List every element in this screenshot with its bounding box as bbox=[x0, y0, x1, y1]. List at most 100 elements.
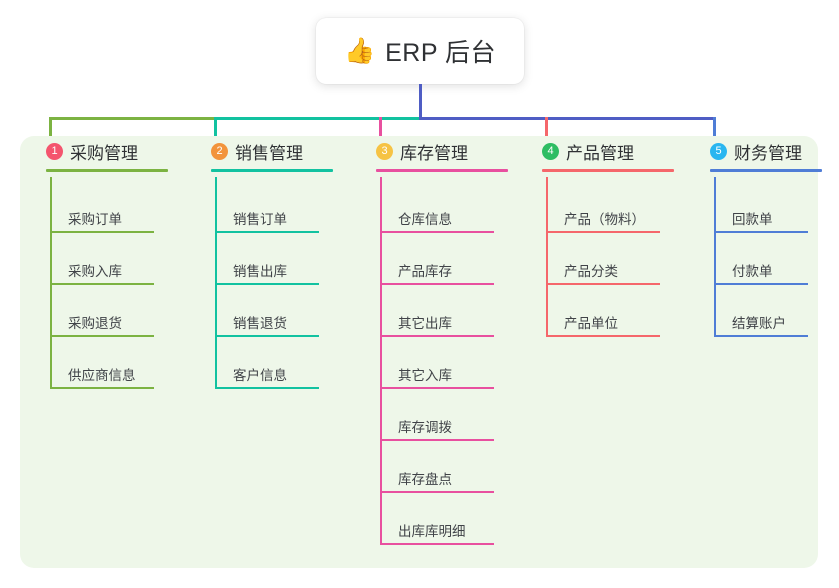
branch-spine bbox=[546, 177, 548, 337]
branch-header-label: 销售管理 bbox=[235, 143, 303, 163]
root-node-erp-backend[interactable]: 👍 ERP 后台 bbox=[316, 18, 524, 84]
bus-segment-2 bbox=[213, 117, 422, 120]
leaf-node-label: 产品单位 bbox=[564, 316, 618, 331]
leaf-node[interactable]: 销售出库 bbox=[215, 233, 319, 285]
leaf-node[interactable]: 产品分类 bbox=[546, 233, 660, 285]
leaf-node[interactable]: 出库库明细 bbox=[380, 493, 494, 545]
branch-badge-1: 1 bbox=[46, 142, 63, 160]
leaf-node[interactable]: 产品单位 bbox=[546, 285, 660, 337]
leaf-node-label: 采购退货 bbox=[68, 316, 122, 331]
branch-header-underline bbox=[542, 169, 674, 172]
branch-drop-5 bbox=[712, 117, 716, 150]
bus-segment-1 bbox=[48, 117, 217, 120]
branch-column-1: 1 采购管理采购订单采购入库采购退货供应商信息 bbox=[28, 136, 178, 389]
leaf-node-label: 产品（物料） bbox=[564, 212, 645, 227]
branch-header-产品管理[interactable]: 4 产品管理 bbox=[524, 136, 684, 172]
branch-header-财务管理[interactable]: 5 财务管理 bbox=[692, 136, 832, 172]
leaf-node[interactable]: 产品库存 bbox=[380, 233, 494, 285]
root-stem-line bbox=[418, 84, 422, 120]
branch-spine bbox=[380, 177, 382, 545]
leaf-node-label: 其它出库 bbox=[398, 316, 452, 331]
leaf-node-underline bbox=[50, 335, 154, 337]
leaf-node-label: 结算账户 bbox=[732, 316, 786, 331]
leaf-node-label: 产品分类 bbox=[564, 264, 618, 279]
branch-badge-2: 2 bbox=[211, 142, 228, 160]
branch-column-5: 5 财务管理回款单付款单结算账户 bbox=[692, 136, 832, 337]
branch-spine bbox=[714, 177, 716, 337]
leaf-node-underline bbox=[546, 335, 660, 337]
leaf-node-underline bbox=[215, 231, 319, 233]
branch-drop-4 bbox=[544, 117, 548, 150]
leaf-node[interactable]: 供应商信息 bbox=[50, 337, 154, 389]
branch-spine bbox=[50, 177, 52, 389]
bus-segment-3 bbox=[418, 117, 716, 120]
leaf-node[interactable]: 销售订单 bbox=[215, 181, 319, 233]
leaf-node-underline bbox=[215, 387, 319, 389]
branch-drop-1 bbox=[48, 117, 52, 150]
leaf-node[interactable]: 回款单 bbox=[714, 181, 808, 233]
branch-header-underline bbox=[710, 169, 822, 172]
leaf-node-label: 客户信息 bbox=[233, 368, 287, 383]
branch-header-label: 产品管理 bbox=[566, 143, 634, 163]
branch-header-label: 财务管理 bbox=[734, 143, 802, 163]
leaf-node-underline bbox=[380, 543, 494, 545]
leaf-node[interactable]: 采购退货 bbox=[50, 285, 154, 337]
leaf-node-underline bbox=[546, 283, 660, 285]
leaf-node[interactable]: 付款单 bbox=[714, 233, 808, 285]
leaf-node-underline bbox=[215, 335, 319, 337]
leaf-node[interactable]: 其它出库 bbox=[380, 285, 494, 337]
leaf-node[interactable]: 库存调拨 bbox=[380, 389, 494, 441]
leaf-node-underline bbox=[546, 231, 660, 233]
leaf-node-underline bbox=[380, 335, 494, 337]
root-node-label: ERP 后台 bbox=[385, 39, 497, 67]
leaf-node[interactable]: 采购订单 bbox=[50, 181, 154, 233]
branch-header-label: 库存管理 bbox=[400, 143, 468, 163]
leaf-node-label: 回款单 bbox=[732, 212, 773, 227]
leaf-node[interactable]: 仓库信息 bbox=[380, 181, 494, 233]
branch-spine bbox=[215, 177, 217, 389]
branch-badge-5: 5 bbox=[710, 142, 727, 160]
leaf-node-label: 采购入库 bbox=[68, 264, 122, 279]
leaf-node-underline bbox=[380, 231, 494, 233]
leaf-node-underline bbox=[215, 283, 319, 285]
leaf-node-label: 仓库信息 bbox=[398, 212, 452, 227]
leaf-node-underline bbox=[380, 439, 494, 441]
leaf-node-label: 销售订单 bbox=[233, 212, 287, 227]
leaf-node-label: 付款单 bbox=[732, 264, 773, 279]
leaf-node-label: 采购订单 bbox=[68, 212, 122, 227]
leaf-node-underline bbox=[714, 335, 808, 337]
leaf-node-underline bbox=[50, 387, 154, 389]
leaf-node-underline bbox=[380, 491, 494, 493]
leaf-node[interactable]: 销售退货 bbox=[215, 285, 319, 337]
leaf-node-underline bbox=[50, 283, 154, 285]
branch-drop-3 bbox=[378, 117, 382, 150]
leaf-node-underline bbox=[714, 231, 808, 233]
leaf-node-label: 出库库明细 bbox=[398, 524, 466, 539]
leaf-node-label: 其它入库 bbox=[398, 368, 452, 383]
leaf-node[interactable]: 产品（物料） bbox=[546, 181, 660, 233]
leaf-node-underline bbox=[50, 231, 154, 233]
branch-header-采购管理[interactable]: 1 采购管理 bbox=[28, 136, 178, 172]
leaf-node[interactable]: 其它入库 bbox=[380, 337, 494, 389]
leaf-node-label: 销售退货 bbox=[233, 316, 287, 331]
branch-header-underline bbox=[376, 169, 508, 172]
leaf-node-label: 库存调拨 bbox=[398, 420, 452, 435]
branch-header-销售管理[interactable]: 2 销售管理 bbox=[193, 136, 343, 172]
branch-header-underline bbox=[211, 169, 333, 172]
branch-column-2: 2 销售管理销售订单销售出库销售退货客户信息 bbox=[193, 136, 343, 389]
branch-panel: 1 采购管理采购订单采购入库采购退货供应商信息 2 销售管理销售订单销售出库销售退货客… bbox=[20, 136, 822, 568]
leaf-node[interactable]: 库存盘点 bbox=[380, 441, 494, 493]
branch-badge-4: 4 bbox=[542, 142, 559, 160]
leaf-node[interactable]: 结算账户 bbox=[714, 285, 808, 337]
leaf-node-label: 库存盘点 bbox=[398, 472, 452, 487]
branch-header-underline bbox=[46, 169, 168, 172]
leaf-node[interactable]: 客户信息 bbox=[215, 337, 319, 389]
branch-header-库存管理[interactable]: 3 库存管理 bbox=[358, 136, 518, 172]
leaf-node[interactable]: 采购入库 bbox=[50, 233, 154, 285]
branch-badge-3: 3 bbox=[376, 142, 393, 160]
leaf-node-underline bbox=[714, 283, 808, 285]
leaf-node-underline bbox=[380, 283, 494, 285]
leaf-node-label: 供应商信息 bbox=[68, 368, 136, 383]
branch-header-label: 采购管理 bbox=[70, 143, 138, 163]
